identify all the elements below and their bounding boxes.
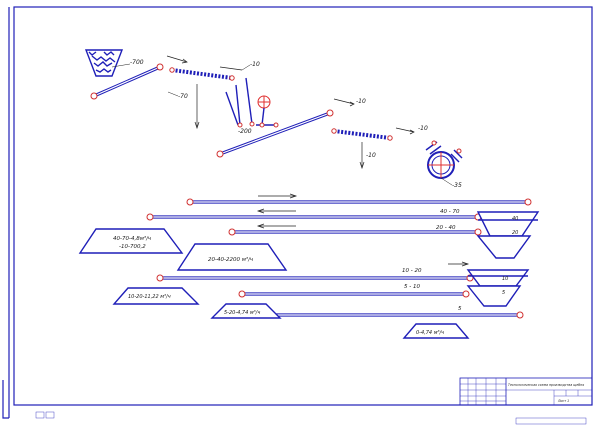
feed-hopper [84,49,124,77]
stockpile-1-line-a: 40-70-4,8м³/ч [113,235,152,242]
bin-group-lower [466,269,530,307]
title-block-sheet: Лист 1 [557,399,569,403]
bin-group-upper [476,211,540,259]
conveyor-row-2 [146,208,482,221]
fraction-0-5-label: 5 [458,306,462,312]
stockpile-2 [176,243,288,271]
bin-5-label: 5 [502,290,505,296]
conveyor-row-5 [238,290,470,298]
fraction-40-70-label: 40 - 70 [440,209,460,215]
conveyor-3-size-label: -10 [366,152,376,159]
splitter-size-label: -200 [238,128,252,135]
drawing-frame [2,6,593,425]
screen-2-size-label: -10 [356,98,366,105]
crusher-size-label: -35 [452,182,462,189]
feed-size-label: -700 [130,59,144,66]
conveyor-2 [216,109,334,158]
screen-1 [166,55,243,81]
bin-20-label: 20 [512,230,518,236]
stockpile-4 [210,303,282,319]
screen-2 [331,127,415,141]
bin-40-label: 40 [512,216,518,222]
stockpile-3-label: 10-20-11,22 м³/ч [128,294,171,300]
fraction-5-10-label: 5 - 10 [404,284,420,290]
stockpile-5 [402,323,470,339]
stockpile-2-label: 20-40-2200 м³/ч [208,256,254,263]
fraction-10-20-label: 10 - 20 [402,268,422,274]
fraction-20-40-label: 20 - 40 [436,225,456,231]
conveyor-row-1 [186,193,532,206]
screen-1-size-label: -10 [250,61,260,68]
conveyor-1 [90,63,164,100]
stockpile-3 [112,287,200,305]
conveyor-row-3 [228,223,482,236]
jaw-crusher [225,77,279,128]
cone-crusher [425,140,463,179]
drop-arrow-1 [194,84,200,130]
title-block-designation: Технологическая схема производства щебня [508,383,584,387]
title-block [459,377,593,406]
screen-3-size-label: -10 [418,125,428,132]
stockpile-4-label: 5-20-4,74 м³/ч [224,310,260,316]
drop-arrow-2 [359,142,365,170]
bin-10-label: 10 [502,276,508,282]
stockpile-1-line-b: -10-700,2 [119,244,146,250]
conveyor-row-4 [156,274,474,282]
stockpile-5-label: 0-4,74 м³/ч [416,330,444,336]
conveyor-row-6 [264,311,524,319]
conveyor-1-size-label: -70 [178,93,188,100]
stockpile-1 [78,228,184,254]
